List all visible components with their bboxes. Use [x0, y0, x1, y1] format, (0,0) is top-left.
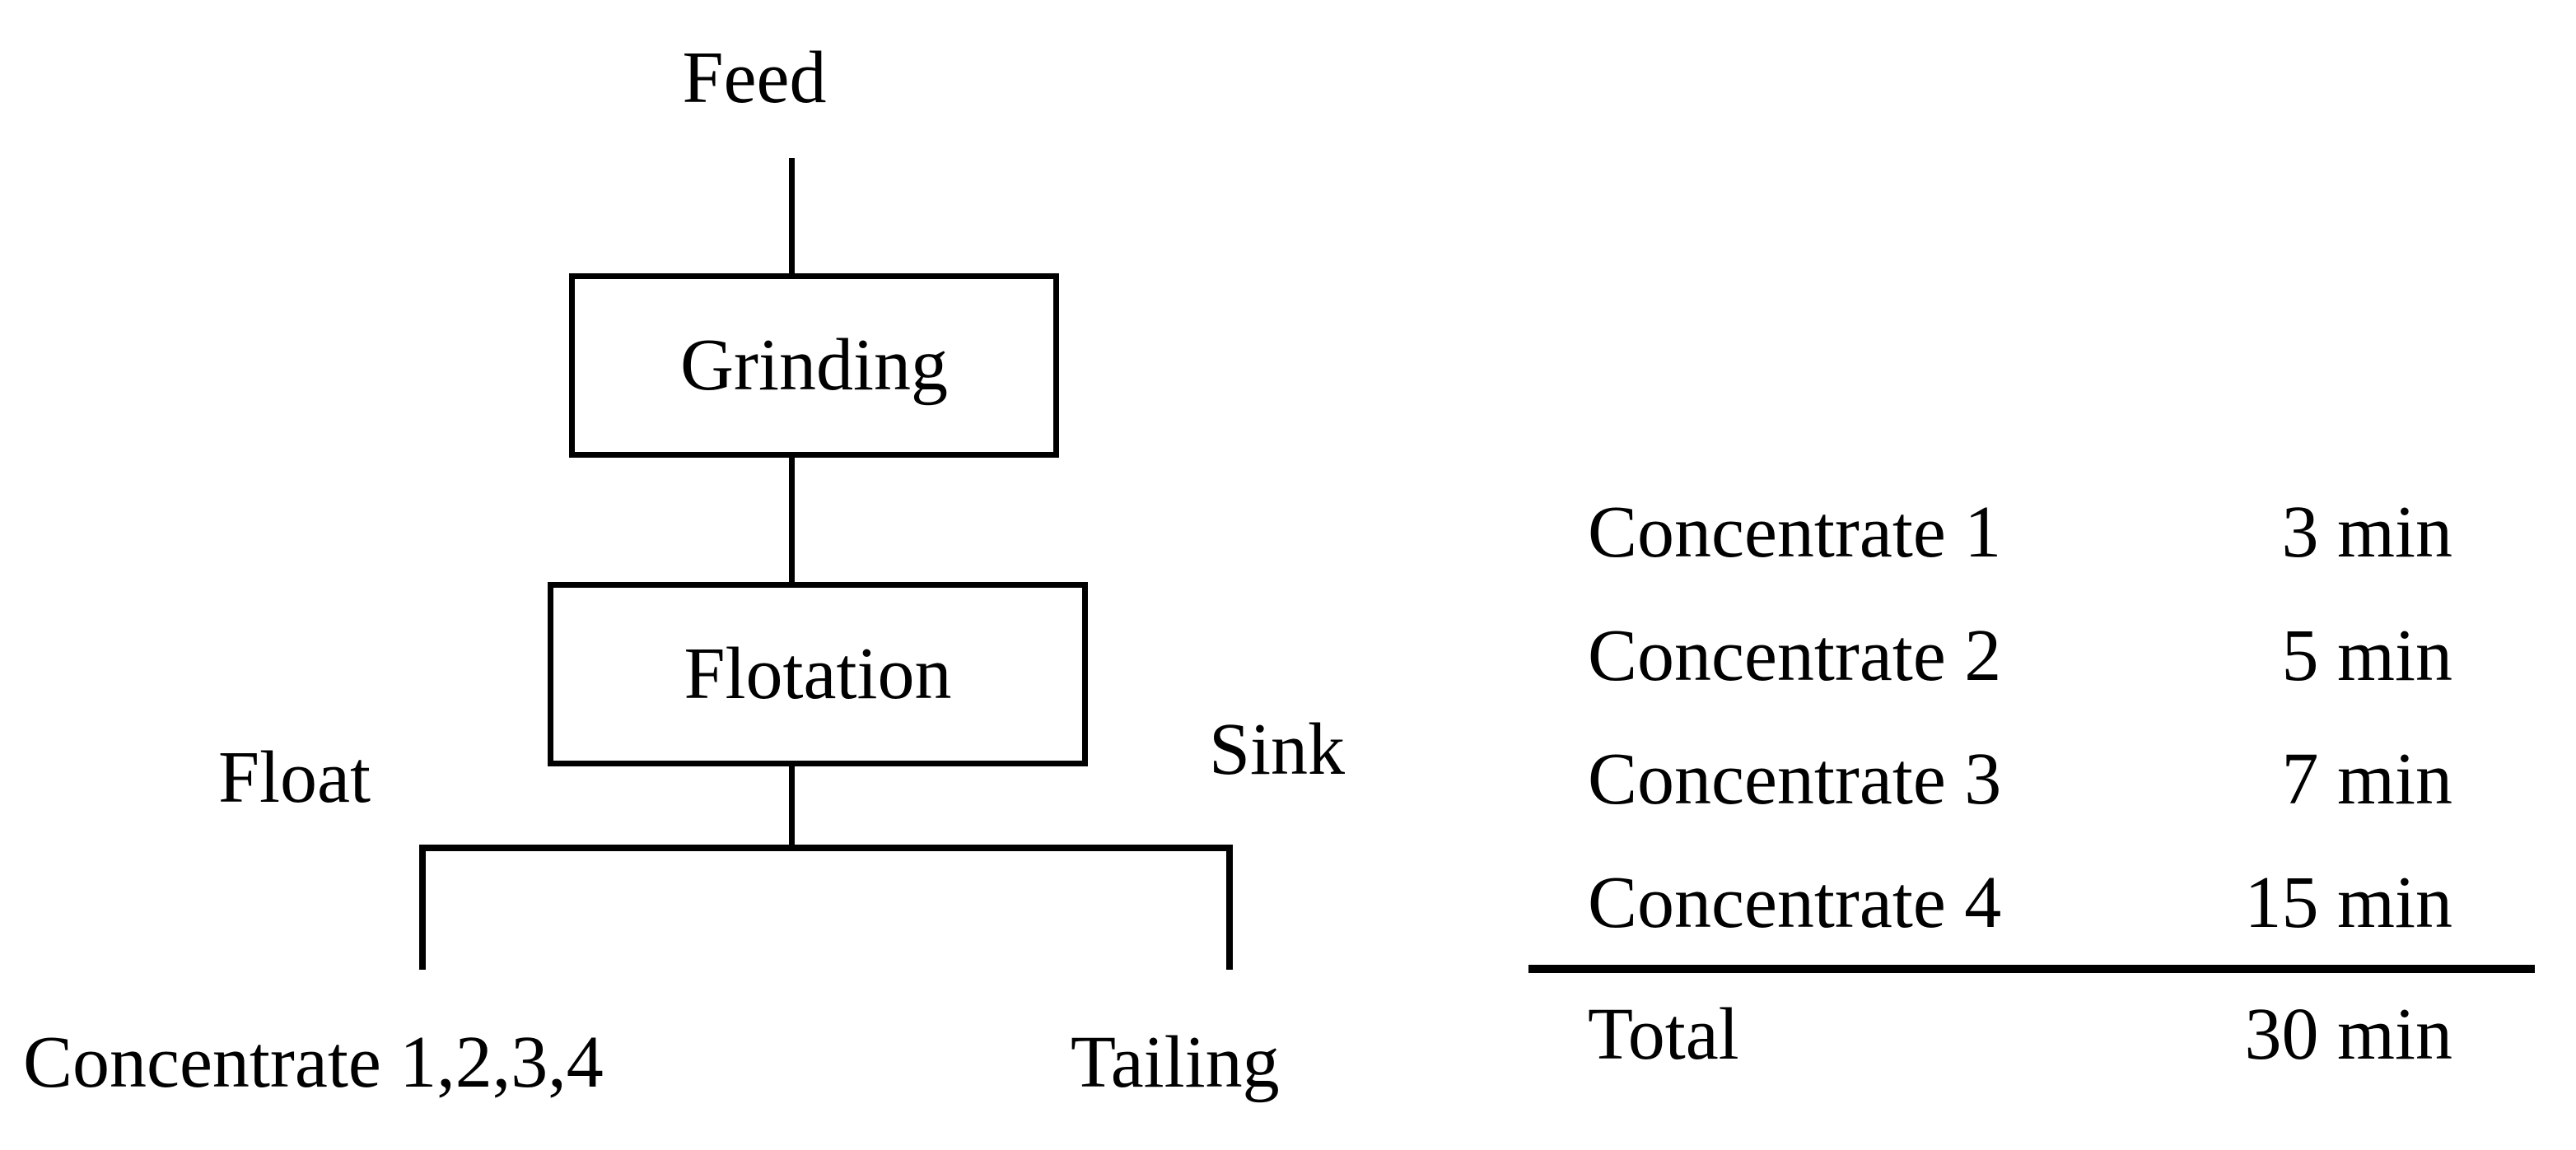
- grinding-box: Grinding: [569, 273, 1059, 458]
- table-row: Concentrate 4 15 min: [1528, 841, 2535, 965]
- row-label: Concentrate 2: [1588, 615, 2002, 696]
- flotation-box: Flotation: [548, 582, 1088, 766]
- branch-horizontal-line: [419, 845, 1233, 851]
- total-label: Total: [1588, 994, 1739, 1075]
- row-label: Concentrate 4: [1588, 862, 2002, 943]
- total-row: Total 30 min: [1528, 973, 2535, 1096]
- sink-label: Sink: [1209, 709, 1346, 790]
- branch-right-line: [1226, 845, 1233, 970]
- row-value: 7 min: [2281, 738, 2452, 820]
- float-label: Float: [218, 737, 371, 818]
- tailing-output-label: Tailing: [1071, 1022, 1280, 1103]
- timing-table: Concentrate 1 3 min Concentrate 2 5 min …: [1528, 471, 2535, 1096]
- row-label: Concentrate 3: [1588, 738, 2002, 820]
- feed-to-grinding-line: [789, 158, 795, 275]
- table-row: Concentrate 1 3 min: [1528, 471, 2535, 594]
- feed-label: Feed: [682, 37, 827, 119]
- grinding-to-flotation-line: [789, 458, 795, 582]
- total-rule: [1528, 965, 2535, 973]
- grinding-label: Grinding: [680, 324, 948, 406]
- table-row: Concentrate 2 5 min: [1528, 594, 2535, 718]
- row-label: Concentrate 1: [1588, 491, 2002, 573]
- flotation-to-branch-line: [789, 766, 795, 846]
- row-value: 15 min: [2244, 862, 2452, 943]
- flotation-label: Flotation: [684, 633, 952, 715]
- total-value: 30 min: [2244, 994, 2452, 1075]
- row-value: 5 min: [2281, 615, 2452, 696]
- branch-left-line: [419, 845, 426, 970]
- table-row: Concentrate 3 7 min: [1528, 718, 2535, 841]
- concentrates-output-label: Concentrate 1,2,3,4: [23, 1022, 604, 1103]
- row-value: 3 min: [2281, 491, 2452, 573]
